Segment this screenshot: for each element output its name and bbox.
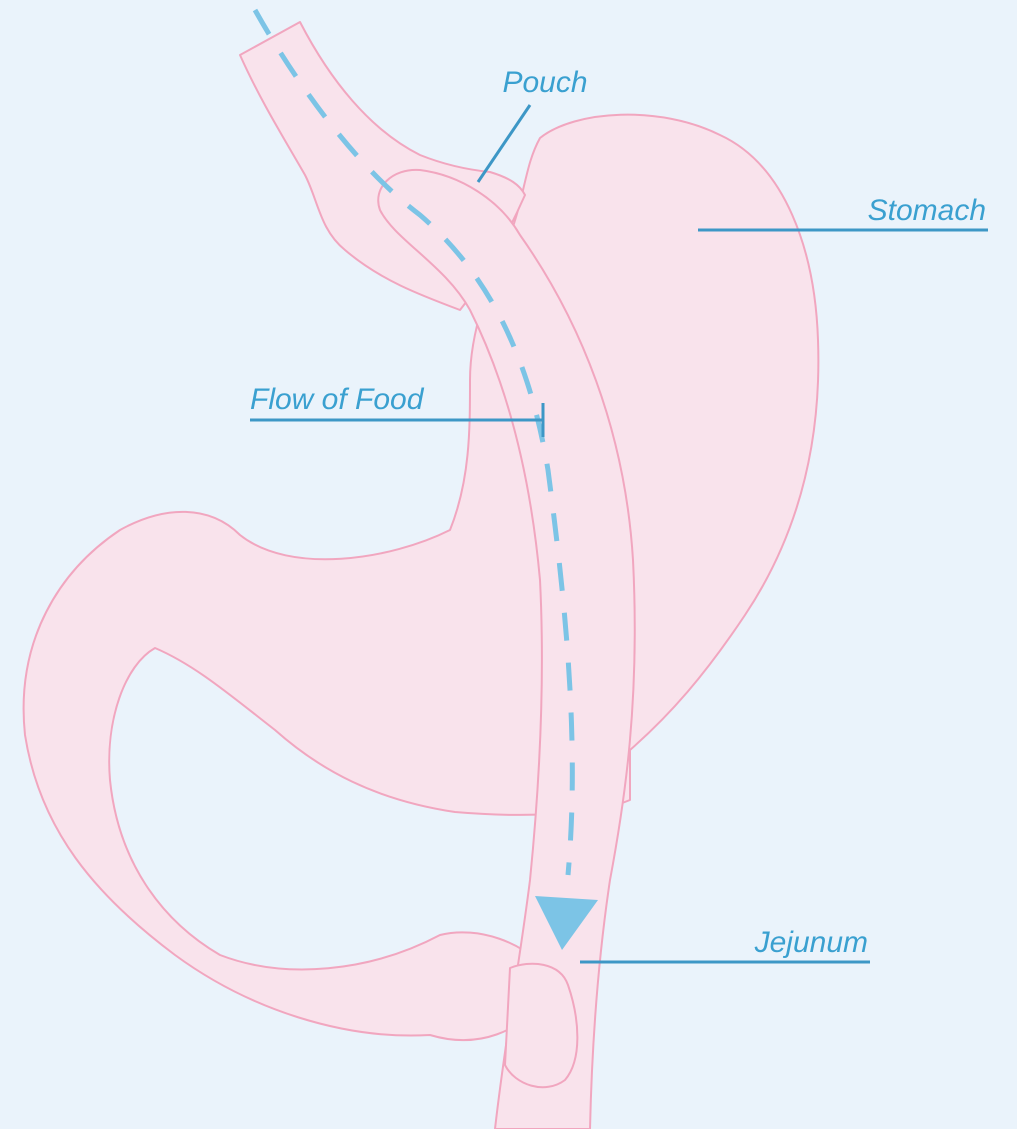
jejunum-label: Jejunum	[754, 926, 868, 959]
jejunal-connection	[505, 964, 577, 1087]
flow-of-food-label: Flow of Food	[250, 383, 425, 416]
stomach-label: Stomach	[868, 194, 986, 227]
pouch-leader-line	[478, 105, 530, 182]
pouch-label: Pouch	[502, 66, 587, 99]
